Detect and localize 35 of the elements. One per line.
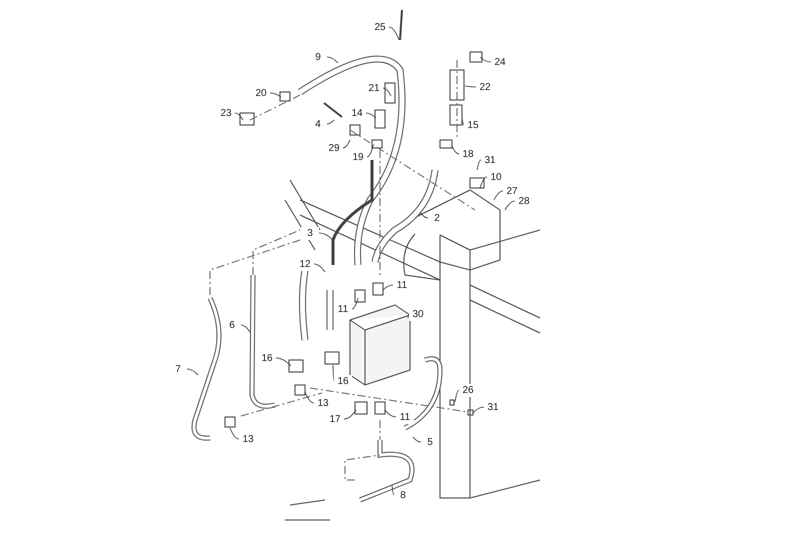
leader-line [452, 146, 460, 154]
leader-line [270, 92, 282, 98]
callout-number: 3 [301, 226, 319, 240]
leader-line [326, 120, 334, 124]
leader-line [480, 56, 492, 62]
leader-line [352, 298, 358, 310]
leader-line [464, 86, 476, 88]
leader-line [480, 176, 488, 188]
leader-line [234, 112, 244, 120]
leader-line [384, 410, 396, 418]
leader-line [332, 364, 334, 382]
leader-line [276, 358, 292, 366]
leader-line [326, 56, 338, 64]
leader-line [240, 324, 250, 332]
leader-line [504, 200, 516, 210]
leader-line [408, 314, 410, 318]
leader-line [230, 428, 240, 440]
leader-line [472, 406, 484, 414]
leader-line [314, 264, 326, 272]
leader-line [382, 88, 392, 96]
leader-line [420, 212, 428, 218]
leader-line [342, 140, 350, 148]
leader-line [366, 112, 376, 118]
leader-line [318, 232, 334, 240]
leader-line [382, 284, 394, 290]
leader-line [304, 392, 314, 404]
leader-line [494, 190, 504, 200]
leader-line [344, 410, 356, 420]
leader-line [412, 436, 422, 442]
leader-line [476, 160, 482, 170]
leader-line [366, 146, 374, 158]
leader-line [388, 26, 400, 40]
leader-line [186, 368, 198, 376]
leader-line [392, 484, 394, 496]
leader-line [454, 390, 460, 402]
